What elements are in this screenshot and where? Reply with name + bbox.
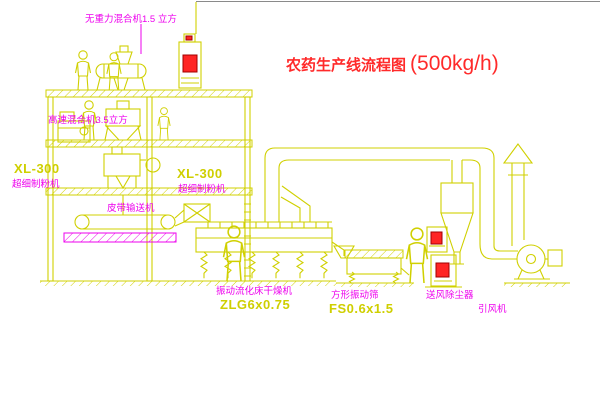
label-mill-left-model: XL-300 bbox=[14, 161, 60, 176]
fluid-bed-dryer bbox=[195, 221, 345, 279]
label-gravity-mixer: 无重力混合机1.5 立方 bbox=[85, 13, 177, 25]
gravity-mixer bbox=[95, 45, 147, 91]
conveyor-platform bbox=[63, 232, 177, 243]
label-dust-collector: 送风除尘器 bbox=[426, 289, 474, 301]
feeder-unit bbox=[57, 111, 91, 143]
page-title: 农药生产线流程图(500kg/h) bbox=[285, 52, 499, 75]
label-sieve-model: FS0.6x1.5 bbox=[329, 301, 394, 316]
control-cabinet-a bbox=[426, 226, 448, 253]
label-high-speed-mixer: 高速混合机3.5立方 bbox=[48, 114, 128, 126]
mill-xl300 bbox=[103, 146, 161, 215]
cyclone-separator bbox=[440, 160, 474, 265]
worker-figure bbox=[106, 52, 122, 91]
worker-figure bbox=[405, 227, 429, 284]
exhaust-stack bbox=[502, 143, 534, 246]
induced-draft-fan bbox=[514, 244, 563, 280]
label-mill-center-name: 超细制粉机 bbox=[178, 183, 226, 195]
vibrating-sieve bbox=[333, 245, 410, 285]
label-mill-center-model: XL-300 bbox=[177, 166, 223, 181]
control-cabinet-b bbox=[430, 254, 457, 287]
label-sieve-name: 方形振动筛 bbox=[331, 289, 379, 301]
ground-lines bbox=[40, 280, 570, 288]
label-fan: 引风机 bbox=[478, 303, 507, 315]
worker-figure bbox=[157, 107, 171, 141]
worker-figure bbox=[74, 50, 92, 91]
control-cabinet-top bbox=[178, 2, 202, 89]
label-mill-left-name: 超细制粉机 bbox=[12, 178, 60, 190]
feed-hopper bbox=[183, 203, 211, 223]
worker-figure bbox=[222, 225, 246, 282]
label-dryer-name: 振动流化床干燥机 bbox=[216, 285, 293, 297]
belt-conveyor bbox=[74, 209, 185, 230]
high-speed-mixer bbox=[104, 100, 142, 141]
label-dryer-model: ZLG6x0.75 bbox=[220, 297, 290, 312]
exhaust-duct bbox=[264, 147, 518, 260]
label-belt-conveyor: 皮带输送机 bbox=[107, 202, 155, 214]
